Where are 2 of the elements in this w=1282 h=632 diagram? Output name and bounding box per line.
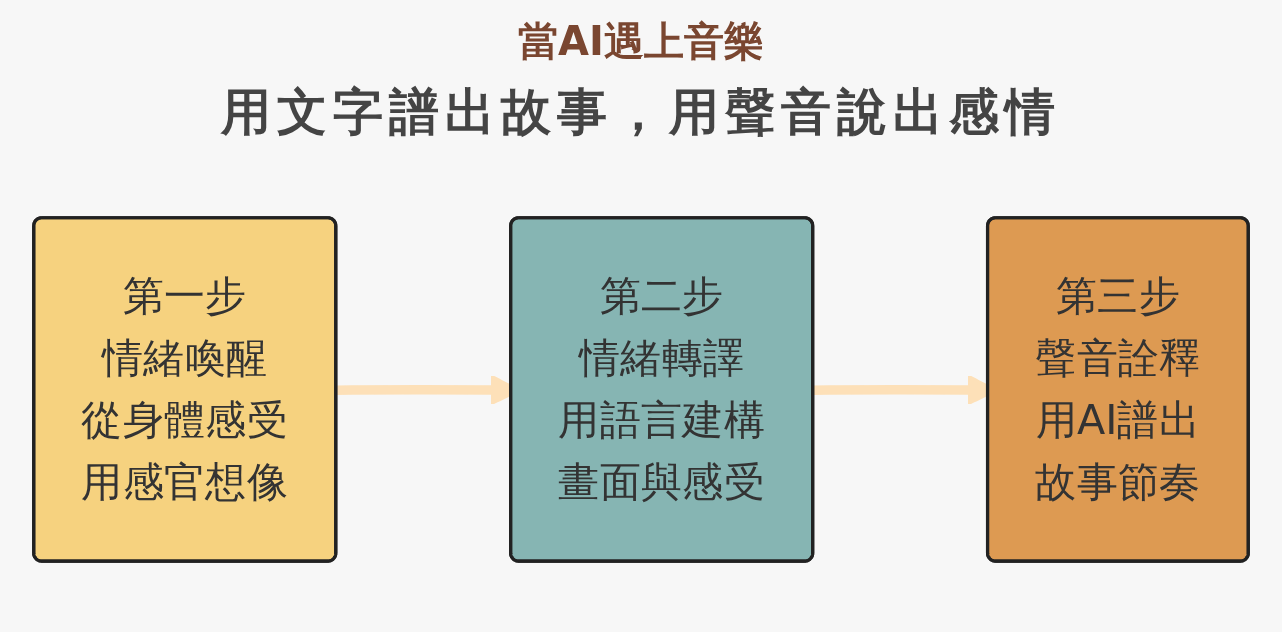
title: 當AI遇上音樂: [518, 17, 764, 66]
subtitle: 用文字譜出故事，用聲音說出感情: [221, 82, 1061, 143]
